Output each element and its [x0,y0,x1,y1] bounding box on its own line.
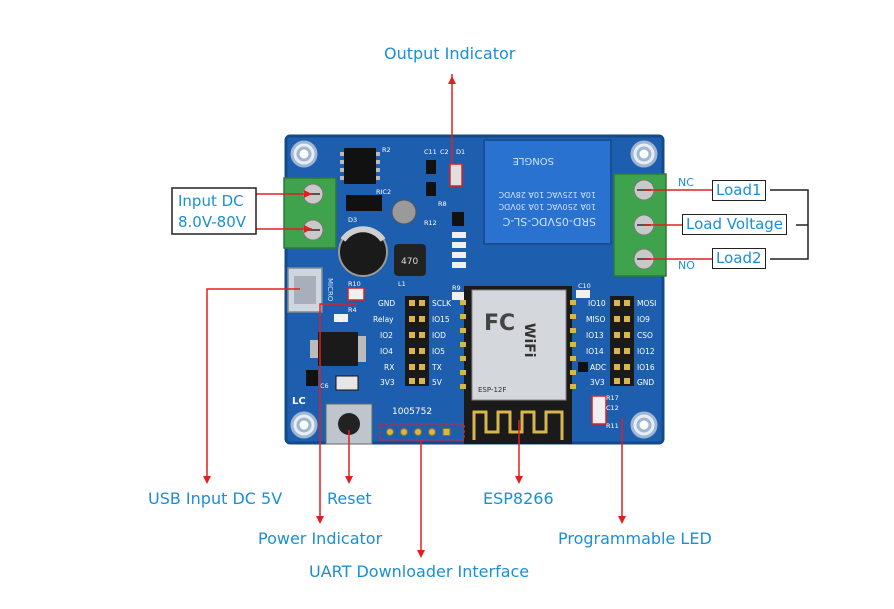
output-indicator-label: Output Indicator [384,44,516,63]
pin-label: 3V3 [380,378,395,387]
silk-label: C5 [334,316,343,324]
relay: SRD-05VDC-SL-C 10A 250VAC 10A 30VDC 10A … [483,139,612,245]
fcc-logo: FC [484,311,515,336]
leader-lines [206,74,712,556]
silk-label: C11 [424,148,437,156]
pin-label: IO16 [637,363,655,372]
pin-label: MISO [586,315,605,324]
left-pin-header [405,296,429,386]
micro-usb-port: MICRO [287,267,334,313]
pin-label: IO9 [637,315,650,324]
esp8266-label: ESP8266 [483,489,554,508]
usb-input-label: USB Input DC 5V [148,489,283,508]
silk-label: RIC2 [376,188,391,196]
pin-label: IO14 [586,347,604,356]
micro-label: MICRO [326,278,334,302]
silk-label: C2 [440,148,449,156]
pin-label: IO10 [588,299,606,308]
relay-text-4: SONGLE [513,155,554,166]
voltage-regulator [310,332,366,366]
reset-button-drawing [325,403,373,445]
pin-label: Relay [373,315,394,324]
pin-label: IO13 [586,331,604,340]
inductor-l1: 470 [394,244,426,276]
silk-label: D1 [456,148,465,156]
right-header-labels: IO10 MISO IO13 IO14 ADC 3V3 MOSI IO9 CSO… [586,299,656,387]
pin-label: IO2 [380,331,393,340]
pin-label: 5V [432,378,443,387]
silk-label: R2 [382,146,391,154]
silk-label: R9 [452,284,461,292]
no-label: NO [678,259,695,272]
load-voltage-label: Load Voltage [682,214,788,235]
chip-u1 [340,148,380,184]
pin-label: GND [378,299,395,308]
silk-label: R10 [348,280,361,288]
right-pin-header [610,296,634,386]
module-text: ESP-12F [478,386,506,394]
relay-text-3: 10A 125VAC 10A 28VDC [498,190,596,199]
pin-label: SCLK [432,299,452,308]
pin-label: RX [384,363,394,372]
mounting-holes [290,140,658,439]
pin-label: IO5 [432,347,445,356]
capacitor-c6 [335,375,359,391]
uart-interface-label: UART Downloader Interface [309,562,530,581]
uart-pads [379,423,465,441]
silk-label: R11 [606,422,619,430]
load-bracket [770,189,809,260]
silk-label: R8 [438,200,447,208]
input-dc-box [171,187,257,235]
silk-label: C12 [606,404,619,412]
pin-label: IO12 [637,347,655,356]
serial-number: 1005752 [392,407,432,417]
electrolytic-capacitor [338,226,388,277]
pin-label: TX [431,363,442,372]
pin-label: IO4 [380,347,393,356]
left-header-labels: GND Relay IO2 IO4 RX 3V3 SCLK IO15 IOD I… [373,299,452,387]
load2-label: Load2 [712,248,766,269]
input-dc-range: 8.0V-80V [178,213,246,231]
smd-components [334,160,607,425]
pin-label: 3V3 [590,378,605,387]
inductor-value: 470 [401,257,418,267]
silk-label: R17 [606,394,619,402]
pin-label: MOSI [637,299,656,308]
silk-label: R12 [424,219,437,227]
capacitor-c7 [306,370,318,386]
pin-label: ADC [590,363,606,372]
silk-label: C10 [578,282,591,290]
nc-label: NC [678,176,694,189]
pin-label: IO15 [432,315,450,324]
lc-mark: LC [292,396,306,407]
pin-label: IOD [432,331,446,340]
silkscreen-labels: R2 RIC2 D3 R12 C11 C2 D1 R8 R10 R4 C5 C6… [320,146,619,430]
input-terminal [283,177,337,249]
reset-label: Reset [327,489,372,508]
silk-label: D3 [348,216,357,224]
pin-label: CSO [637,331,653,340]
power-indicator-label: Power Indicator [258,529,383,548]
leader-arrowheads [203,76,626,558]
programmable-led-label: Programmable LED [558,529,712,548]
relay-text-2: 10A 250VAC 10A 30VDC [498,202,596,211]
load1-label: Load1 [712,180,766,201]
silk-label: L1 [398,280,406,288]
capacitor-small [391,199,417,225]
silk-label: C6 [320,382,329,390]
relay-text-1: SRD-05VDC-SL-C [502,215,596,228]
diode-d3 [346,195,382,211]
input-dc-label: Input DC [178,192,244,210]
silk-label: R4 [348,306,357,314]
pin-label: GND [637,378,654,387]
wifi-text: WiFi [521,323,537,358]
esp8266-module: FC WiFi ESP-12F [460,286,576,444]
